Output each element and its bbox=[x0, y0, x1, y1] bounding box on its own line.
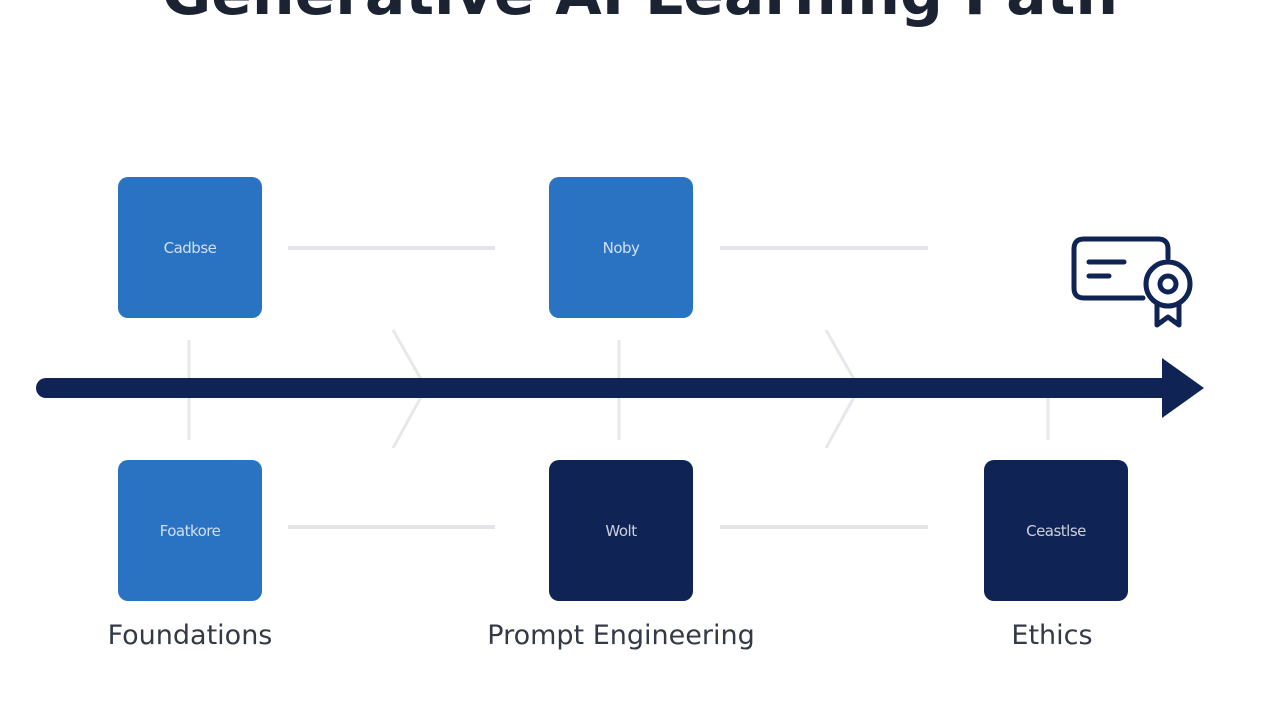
bottom-box-3-label: Ceastlse bbox=[1026, 521, 1086, 540]
caption-foundations: Foundations bbox=[107, 620, 273, 651]
bottom-box-1[interactable]: Foatkore bbox=[118, 460, 262, 601]
bottom-box-1-label: Foatkore bbox=[159, 521, 221, 540]
page-title: Generative AI Learning Path bbox=[0, 0, 1280, 24]
top-box-2[interactable]: Noby bbox=[549, 177, 693, 318]
caption-prompt-engineering: Prompt Engineering bbox=[487, 620, 755, 651]
bottom-box-2-label: Wolt bbox=[605, 521, 637, 540]
certificate-icon bbox=[1071, 236, 1193, 328]
top-box-1-label: Cadbse bbox=[163, 238, 217, 257]
arrow-head-icon bbox=[1162, 358, 1204, 418]
caption-ethics: Ethics bbox=[1011, 620, 1093, 651]
top-box-1[interactable]: Cadbse bbox=[118, 177, 262, 318]
bottom-box-2[interactable]: Wolt bbox=[549, 460, 693, 601]
top-box-2-label: Noby bbox=[602, 238, 640, 257]
bottom-box-3[interactable]: Ceastlse bbox=[984, 460, 1128, 601]
